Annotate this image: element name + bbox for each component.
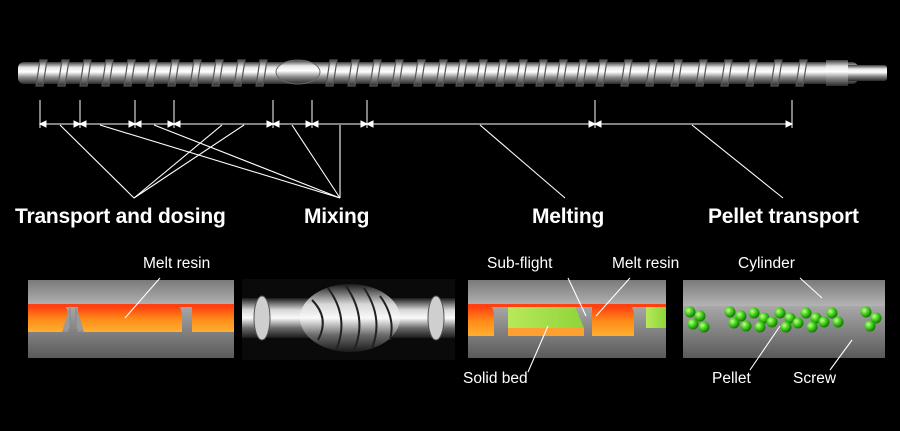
panel-mixing-photo [242, 279, 455, 360]
screw-shank [845, 65, 887, 81]
label-sub-flight: Sub-flight [487, 255, 553, 272]
label-solid-bed: Solid bed [463, 370, 528, 387]
label-melt-resin-2: Melt resin [612, 255, 680, 272]
label-pellet: Pellet [712, 370, 751, 387]
label-pellet-transport: Pellet transport [708, 205, 859, 228]
label-screw: Screw [793, 370, 837, 387]
label-melt-resin-1: Melt resin [143, 255, 211, 272]
panel-melting [468, 277, 666, 373]
panel-melt-resin [28, 277, 234, 358]
label-mixing: Mixing [304, 205, 370, 228]
mixing-element [275, 59, 321, 85]
label-melting: Melting [532, 205, 605, 228]
label-transport-and-dosing: Transport and dosing [15, 205, 226, 228]
leader-lines [59, 124, 784, 199]
panel-pellet-transport [683, 277, 885, 371]
label-cylinder: Cylinder [738, 255, 795, 272]
screw-image [18, 59, 887, 87]
section-markers [38, 100, 794, 128]
